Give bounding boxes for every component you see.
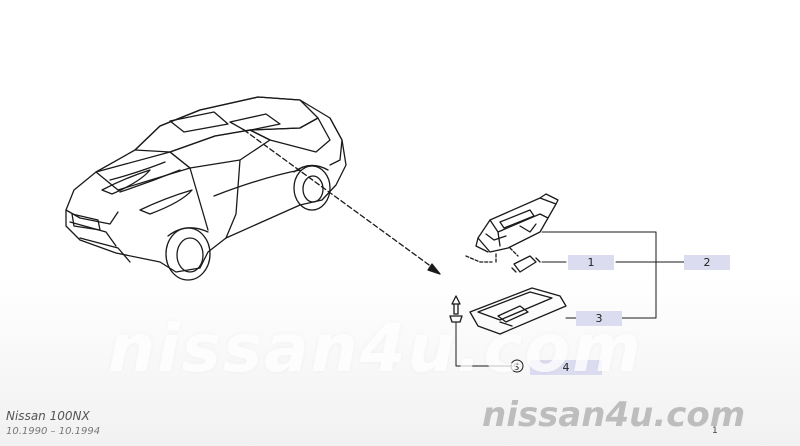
watermark-large: nissan4u.com xyxy=(108,310,643,387)
page-mark: 1 xyxy=(712,426,718,436)
model-name: Nissan 100NX xyxy=(6,409,90,423)
pointer-line xyxy=(243,129,437,271)
callout-3[interactable]: 3 xyxy=(576,311,622,326)
lens-cover xyxy=(469,287,567,335)
callout-2[interactable]: 2 xyxy=(684,255,730,270)
lamp-housing xyxy=(475,193,559,253)
car-illustration xyxy=(65,96,347,281)
bulb-part xyxy=(511,255,541,273)
sealant-symbol-letter: S xyxy=(514,363,520,373)
watermark-small: nissan4u.com xyxy=(482,395,746,435)
callout-1[interactable]: 1 xyxy=(568,255,614,270)
production-range: 10.1990 – 10.1994 xyxy=(6,426,101,437)
leader-lines xyxy=(455,231,685,367)
callout-4[interactable]: 4 xyxy=(530,360,602,375)
screw-part xyxy=(449,295,463,323)
sealant-symbol xyxy=(510,359,524,373)
